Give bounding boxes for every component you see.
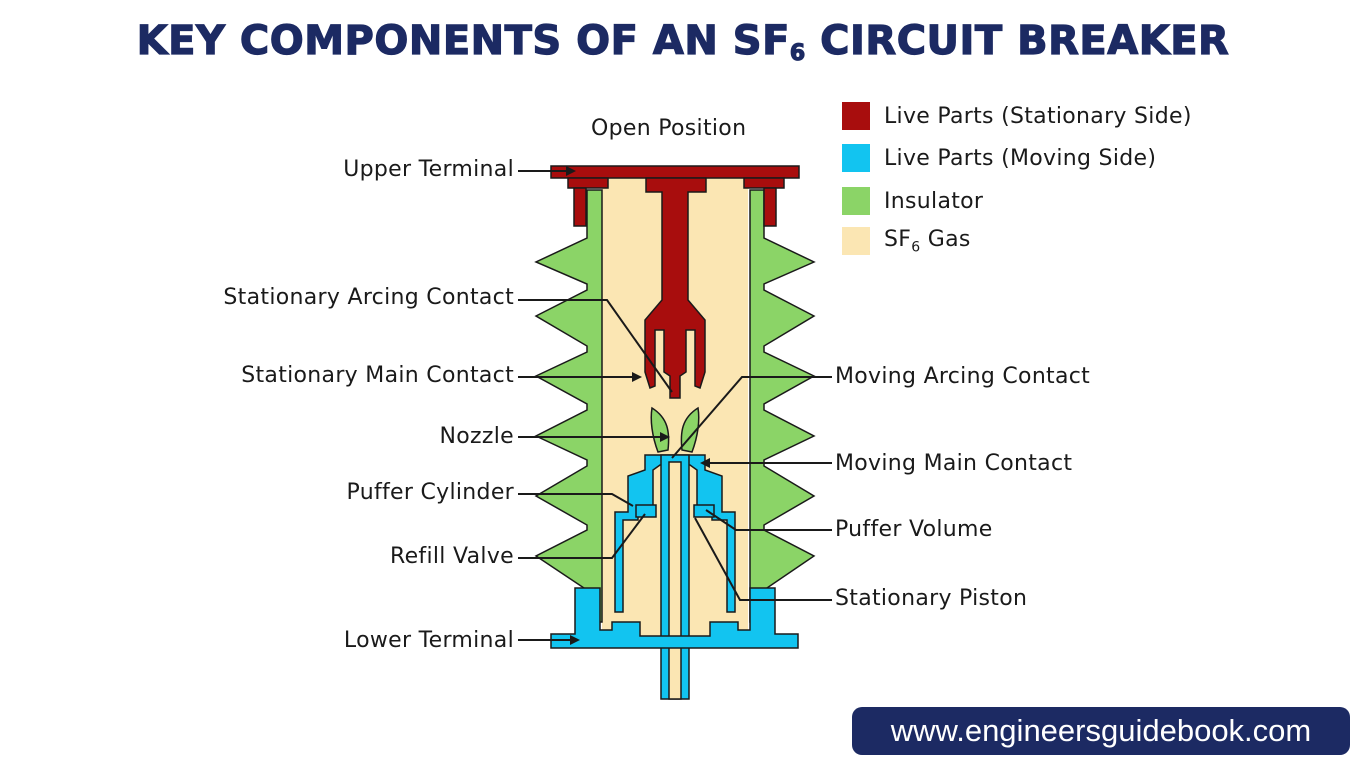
legend-item-stationary: Live Parts (Stationary Side) [842,101,1192,131]
upper-terminal-shape [550,165,800,399]
website-banner: www.engineersguidebook.com [852,707,1350,755]
insulator-right [749,189,816,623]
label-puffer-volume: Puffer Volume [835,517,993,542]
legend-swatch-gas [842,227,870,255]
lower-terminal-shape [550,587,799,649]
label-stationary-arcing-contact: Stationary Arcing Contact [223,285,514,310]
legend-label-insulator: Insulator [884,188,984,214]
legend-label-gas: SF6 Gas [884,227,971,255]
title-text-end: CIRCUIT BREAKER [805,17,1230,64]
label-moving-arcing-contact: Moving Arcing Contact [835,364,1091,389]
website-url[interactable]: www.engineersguidebook.com [890,713,1312,748]
legend-gas-subscript: 6 [911,239,921,256]
label-stationary-piston: Stationary Piston [835,586,1028,611]
legend-gas-main: SF [884,226,912,252]
legend-swatch-moving [842,144,870,172]
legend-item-gas: SF6 Gas [842,226,971,256]
title-subscript: 6 [789,40,806,66]
arrow-heads [566,166,710,645]
legend-swatch-stationary [842,102,870,130]
page-title: KEY COMPONENTS OF AN SF6 CIRCUIT BREAKER [0,17,1366,66]
legend-item-insulator: Insulator [842,186,983,216]
puffer-cylinder-shape [614,454,736,613]
legend-swatch-insulator [842,187,870,215]
legend-label-moving: Live Parts (Moving Side) [884,145,1157,171]
label-lower-terminal: Lower Terminal [343,628,514,653]
title-text: KEY COMPONENTS OF AN SF [136,17,790,64]
leader-lines [518,170,832,641]
legend-label-stationary: Live Parts (Stationary Side) [884,103,1192,129]
label-puffer-cylinder: Puffer Cylinder [346,480,514,505]
state-label: Open Position [591,116,747,141]
label-nozzle: Nozzle [439,424,514,449]
label-stationary-main-contact: Stationary Main Contact [241,363,514,388]
legend-gas-end: Gas [920,226,971,252]
stationary-contact-assembly [644,177,707,399]
legend-item-moving: Live Parts (Moving Side) [842,143,1156,173]
refill-valves [635,504,715,518]
label-upper-terminal: Upper Terminal [343,157,514,182]
label-moving-main-contact: Moving Main Contact [835,451,1073,476]
label-refill-valve: Refill Valve [390,544,514,569]
